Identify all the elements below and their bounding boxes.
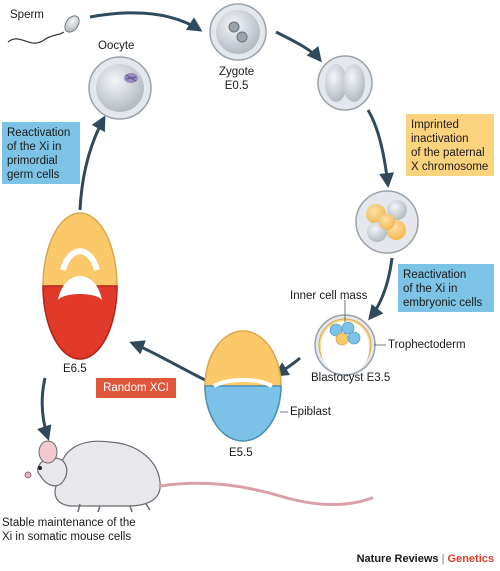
publisher-name: Nature Reviews (356, 553, 439, 565)
zygote-label: Zygote E0.5 (219, 66, 255, 92)
oocyte-label: Oocyte (98, 40, 135, 52)
e65-label: E6.5 (63, 363, 87, 375)
zygote-cell (209, 3, 267, 61)
morula-embryo (355, 190, 419, 254)
e55-label: E5.5 (229, 447, 253, 459)
two-cell-embryo (317, 55, 373, 111)
e55-embryo (204, 330, 288, 442)
arrow-e55-to-e65 (129, 340, 206, 382)
arrow-sperm-to-zygote (89, 11, 203, 32)
cycle-arrows (37, 11, 395, 441)
sperm-icon (7, 15, 80, 44)
oocyte-cell (88, 56, 152, 120)
embryonic-reactivation-box: Reactivation of the Xi in embryonic cell… (398, 264, 494, 312)
germ-cell-reactivation-box: Reactivation of the Xi in primordial ger… (2, 122, 80, 184)
inner-cell-mass-label: Inner cell mass (290, 290, 368, 302)
arrow-zygote-to-2cell (275, 30, 322, 63)
mouse-icon (24, 440, 374, 513)
arrow-2cell-to-morula (366, 109, 395, 188)
journal-credit: Nature Reviews | Genetics (357, 553, 494, 565)
imprinted-inactivation-box: Imprinted inactivation of the paternal X… (406, 114, 494, 176)
credit-separator: | (438, 553, 448, 565)
blastocyst-embryo (314, 300, 386, 376)
trophectoderm-label: Trophectoderm (388, 339, 466, 351)
random-xci-box: Random XCI (96, 378, 176, 398)
e65-embryo (42, 212, 118, 360)
sperm-label: Sperm (10, 9, 44, 21)
blastocyst-label: Blastocyst E3.5 (311, 372, 391, 384)
inner-cell-mass (329, 321, 361, 346)
epiblast-label: Epiblast (290, 406, 331, 418)
arrow-e65-to-oocyte (78, 115, 106, 211)
arrow-morula-to-blastocyst (368, 257, 394, 321)
journal-name: Genetics (447, 553, 494, 565)
maintenance-label: Stable maintenance of the Xi in somatic … (2, 517, 136, 543)
arrow-e65-to-mouse (37, 377, 52, 441)
